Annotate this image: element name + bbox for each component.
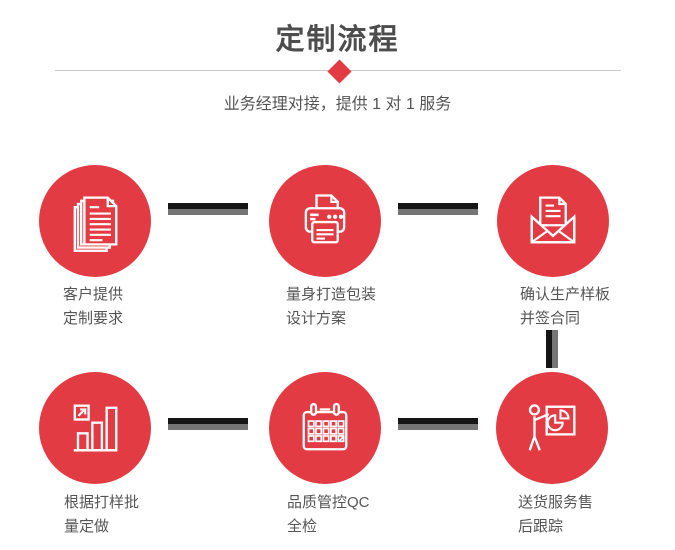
step2-label: 量身打造包装 设计方案 [286, 283, 376, 331]
step2-circle [269, 165, 381, 277]
step5-label-line2: 全检 [287, 518, 318, 535]
printer-icon [304, 194, 346, 244]
step4-label-line1: 根据打样批 [64, 494, 140, 511]
step3-circle [497, 165, 609, 277]
step1-circle [39, 165, 151, 277]
step5-label-line1: 品质管控QC [287, 494, 370, 511]
step6-label: 送货服务售 后跟踪 [518, 491, 593, 539]
step2-label-line2: 设计方案 [286, 310, 347, 327]
step4-label-line2: 量定做 [64, 518, 110, 535]
bar-chart-icon [73, 404, 118, 452]
step1-label-line2: 定制要求 [63, 310, 124, 327]
step6-circle [496, 372, 608, 484]
envelope-icon [530, 196, 576, 244]
connector-step2-step3 [398, 203, 478, 215]
step4-circle [39, 372, 151, 484]
step1-label: 客户提供 定制要求 [63, 283, 123, 331]
connector-step5-step6 [398, 418, 478, 430]
calendar-icon [302, 402, 348, 451]
step1-label-line1: 客户提供 [63, 286, 124, 303]
page-subtitle: 业务经理对接，提供 1 对 1 服务 [223, 96, 452, 113]
step5-label: 品质管控QC 全检 [287, 491, 370, 539]
documents-icon [73, 196, 118, 252]
page-title: 定制流程 [275, 24, 400, 56]
step4-label: 根据打样批 量定做 [64, 491, 139, 539]
connector-step3-step6 [546, 330, 558, 368]
connector-step1-step2 [168, 203, 248, 215]
step3-label-line1: 确认生产样板 [520, 286, 611, 303]
step6-label-line2: 后跟踪 [518, 518, 564, 535]
diamond-icon [327, 59, 352, 84]
presenter-icon [528, 404, 576, 451]
step3-label-line2: 并签合同 [520, 310, 581, 327]
step5-circle [269, 372, 381, 484]
step3-label: 确认生产样板 并签合同 [520, 283, 610, 331]
step2-label-line1: 量身打造包装 [286, 286, 377, 303]
connector-step4-step5 [168, 418, 248, 430]
step6-label-line1: 送货服务售 [518, 494, 594, 511]
